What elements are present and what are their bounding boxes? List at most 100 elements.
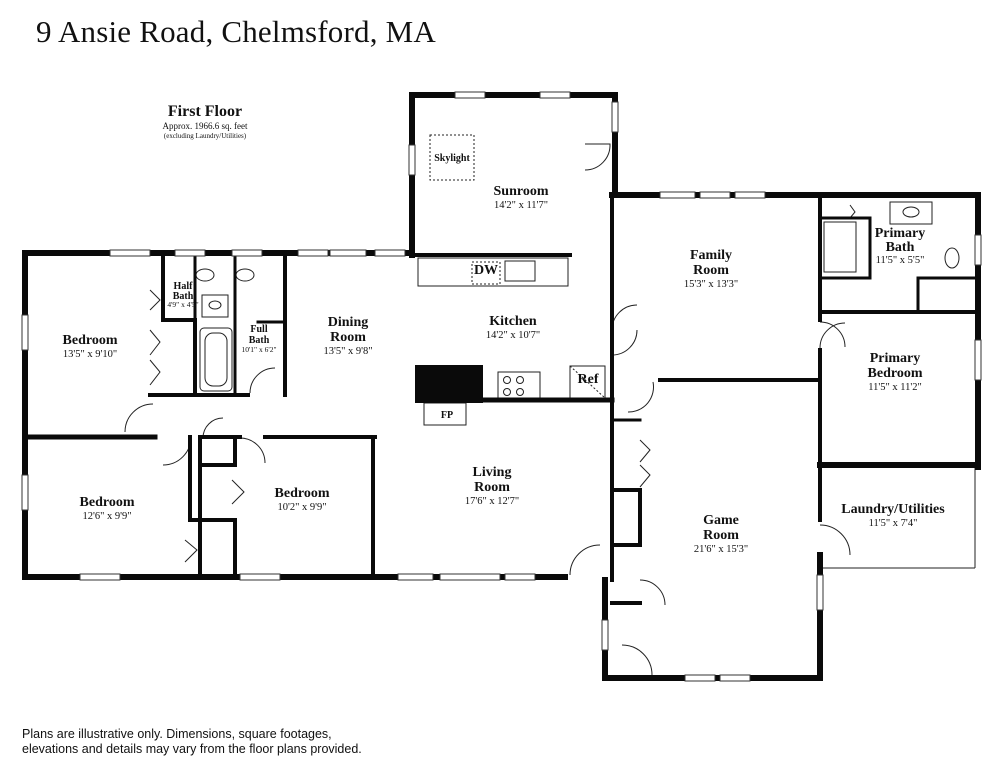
primary-sink-basin bbox=[902, 206, 920, 218]
door-swing bbox=[249, 367, 276, 394]
sink-basin bbox=[208, 300, 222, 310]
door-swing bbox=[584, 143, 611, 171]
bifold-door bbox=[149, 289, 161, 311]
burner bbox=[516, 376, 524, 384]
bedroom-nw-name: Bedroom bbox=[63, 333, 118, 348]
floor-name: First Floor bbox=[167, 103, 243, 120]
living-room-dims: 17'6" x 12'7" bbox=[465, 496, 519, 507]
primary-bath-name-1: Primary bbox=[875, 226, 926, 241]
bifold-door bbox=[149, 329, 161, 356]
bifold-door bbox=[639, 439, 651, 463]
door-swing bbox=[621, 644, 653, 676]
primary-bath-dims: 11'5" x 5'5" bbox=[876, 255, 925, 266]
kitchen-counter bbox=[417, 257, 569, 287]
burner bbox=[516, 388, 524, 396]
window bbox=[239, 573, 281, 581]
dining-room-dims: 13'5" x 9'8" bbox=[323, 346, 372, 357]
sunroom-dims: 14'2" x 11'7" bbox=[494, 200, 548, 211]
shower bbox=[823, 221, 857, 273]
game-room-name-2: Room bbox=[703, 528, 739, 543]
windows bbox=[21, 91, 982, 682]
window bbox=[374, 249, 406, 257]
window bbox=[699, 191, 731, 199]
door-swing bbox=[569, 544, 601, 576]
bedroom-sw-name: Bedroom bbox=[80, 495, 135, 510]
living-room-name-2: Room bbox=[474, 480, 510, 495]
primary-bedroom-dims: 11'5" x 11'2" bbox=[868, 382, 922, 393]
fixtures bbox=[124, 134, 976, 676]
bifold-door bbox=[231, 479, 245, 505]
bathtub bbox=[199, 327, 233, 392]
window bbox=[109, 249, 151, 257]
burner bbox=[503, 388, 511, 396]
door-swing bbox=[239, 437, 266, 464]
disclaimer-line-2: elevations and details may vary from the… bbox=[22, 742, 362, 756]
window bbox=[504, 573, 536, 581]
window bbox=[174, 249, 206, 257]
full-bath-name-1: Full bbox=[250, 324, 267, 335]
window bbox=[719, 674, 751, 682]
primary-vanity bbox=[889, 201, 933, 225]
window bbox=[231, 249, 263, 257]
bedroom-sw-dims: 12'6" x 9'9" bbox=[82, 511, 131, 522]
bedroom-mid-name: Bedroom bbox=[275, 486, 330, 501]
toilet bbox=[235, 268, 255, 282]
window bbox=[734, 191, 766, 199]
bifold-door bbox=[184, 539, 198, 563]
window bbox=[21, 474, 29, 511]
skylight-outline bbox=[429, 134, 475, 181]
window bbox=[974, 339, 982, 381]
window bbox=[816, 574, 824, 611]
fp-label: FP bbox=[441, 410, 453, 421]
family-room-dims: 15'3" x 13'3" bbox=[684, 279, 738, 290]
primary-bath-name-2: Bath bbox=[886, 240, 915, 255]
half-bath-name-1: Half bbox=[174, 281, 194, 292]
window bbox=[21, 314, 29, 351]
primary-toilet bbox=[944, 247, 960, 269]
window bbox=[329, 249, 367, 257]
game-room-dims: 21'6" x 15'3" bbox=[694, 544, 748, 555]
door-swing bbox=[819, 321, 846, 348]
window bbox=[601, 619, 609, 651]
half-bath-name-2: Bath bbox=[173, 291, 194, 302]
bedroom-mid-dims: 10'2" x 9'9" bbox=[277, 502, 326, 513]
dining-room-name-1: Dining bbox=[328, 315, 368, 330]
window bbox=[397, 573, 434, 581]
window bbox=[539, 91, 571, 99]
door-swing bbox=[819, 524, 851, 556]
dishwasher bbox=[471, 261, 501, 285]
kitchen-dims: 14'2" x 10'7" bbox=[486, 330, 540, 341]
primary-bedroom-name-2: Bedroom bbox=[868, 366, 923, 381]
floor-area-note: (excluding Laundry/Utilities) bbox=[163, 132, 247, 140]
walls bbox=[22, 92, 981, 681]
floor-area: Approx. 1966.6 sq. feet bbox=[162, 121, 248, 131]
door-swing bbox=[611, 329, 638, 356]
laundry-name: Laundry/Utilities bbox=[841, 502, 945, 517]
door-swing bbox=[162, 436, 192, 466]
dining-room-name-2: Room bbox=[330, 330, 366, 345]
page-title: 9 Ansie Road, Chelmsford, MA bbox=[36, 14, 436, 49]
door-swing bbox=[819, 322, 846, 349]
window bbox=[439, 573, 501, 581]
full-bath-dims: 10'1" x 6'2" bbox=[241, 345, 276, 354]
toilet bbox=[195, 268, 215, 282]
bifold-door bbox=[849, 204, 856, 219]
window bbox=[454, 91, 486, 99]
skylight-label: Skylight bbox=[434, 153, 470, 164]
game-room-name-1: Game bbox=[703, 513, 739, 528]
disclaimer-line-1: Plans are illustrative only. Dimensions,… bbox=[22, 727, 332, 741]
vanity bbox=[201, 294, 229, 318]
burner bbox=[503, 376, 511, 384]
door-swing bbox=[639, 579, 666, 606]
living-room-name-1: Living bbox=[473, 465, 512, 480]
window bbox=[79, 573, 121, 581]
window bbox=[408, 144, 416, 176]
bedroom-nw-dims: 13'5" x 9'10" bbox=[63, 349, 117, 360]
primary-bedroom-name-1: Primary bbox=[870, 351, 921, 366]
bathtub-basin bbox=[204, 332, 228, 387]
window bbox=[659, 191, 696, 199]
dw-label: DW bbox=[474, 263, 498, 278]
door-swing bbox=[611, 304, 638, 331]
bifold-door bbox=[639, 464, 651, 488]
full-bath-name-2: Bath bbox=[249, 335, 270, 346]
